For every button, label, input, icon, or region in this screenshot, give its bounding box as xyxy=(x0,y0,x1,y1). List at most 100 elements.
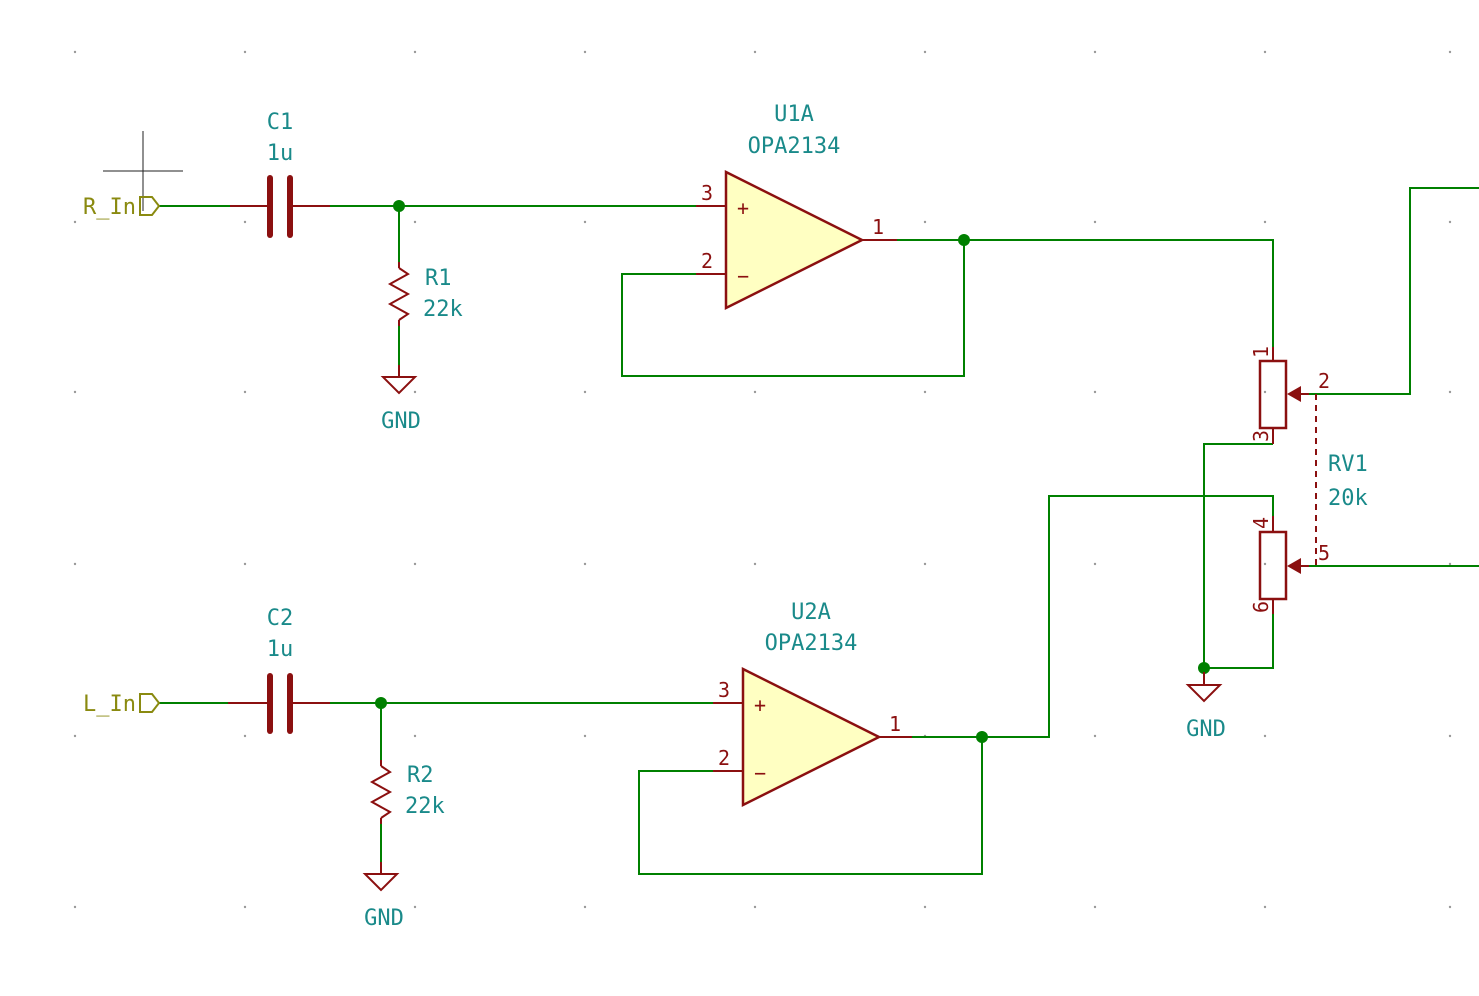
label-l-in[interactable]: L_In xyxy=(83,692,161,717)
grid-dot xyxy=(1263,905,1267,909)
r2-ref: R2 xyxy=(407,763,434,788)
grid-dot xyxy=(583,562,587,566)
grid-dot xyxy=(753,390,757,394)
grid-dot xyxy=(583,734,587,738)
resistor-r2[interactable]: R2 22k xyxy=(369,760,445,824)
grid-dot xyxy=(923,220,927,224)
wire-rv1-pin3-gnd[interactable] xyxy=(1203,443,1273,685)
capacitor-c2[interactable]: C2 1u xyxy=(228,606,330,734)
u2-value: OPA2134 xyxy=(765,631,858,656)
junction-dot xyxy=(958,234,970,246)
u1-ref: U1A xyxy=(774,102,814,127)
grid-dot xyxy=(583,390,587,394)
junction-dot xyxy=(976,731,988,743)
u2-pin-minus: 2 xyxy=(718,746,730,770)
grid-dot xyxy=(243,50,247,54)
rv1-pin-5: 5 xyxy=(1318,541,1330,565)
label-r-in[interactable]: R_In xyxy=(83,195,161,220)
grid-dot xyxy=(413,390,417,394)
grid-dot xyxy=(1263,734,1267,738)
grid-dot xyxy=(243,905,247,909)
r1-ref: R1 xyxy=(425,266,452,291)
potentiometer-rv1[interactable]: 1 2 3 4 5 6 RV1 20k xyxy=(1249,346,1368,614)
grid-dot xyxy=(73,50,77,54)
grid-dots xyxy=(73,50,1452,909)
junction-dot xyxy=(375,697,387,709)
rv1-value: 20k xyxy=(1328,486,1368,511)
grid-dot xyxy=(413,562,417,566)
capacitor-c1[interactable]: C1 1u xyxy=(230,110,330,238)
grid-dot xyxy=(1448,390,1452,394)
grid-dot xyxy=(923,562,927,566)
u2-minus-sign: − xyxy=(754,761,766,785)
u1-value: OPA2134 xyxy=(748,134,841,159)
grid-dot xyxy=(1448,562,1452,566)
grid-dot xyxy=(753,562,757,566)
grid-dot xyxy=(1093,562,1097,566)
grid-dot xyxy=(243,562,247,566)
junctions xyxy=(375,200,1210,743)
u2-ref: U2A xyxy=(791,600,831,625)
u2-pin-plus: 3 xyxy=(718,678,730,702)
wire-u2-feedback[interactable] xyxy=(638,737,983,875)
grid-dot xyxy=(583,50,587,54)
wire-u2-out-rv1[interactable] xyxy=(912,495,1274,738)
grid-dot xyxy=(1263,390,1267,394)
rv1-pin-3: 3 xyxy=(1249,430,1273,442)
grid-dot xyxy=(73,562,77,566)
gnd-symbol-1[interactable]: GND xyxy=(380,365,421,434)
grid-dot xyxy=(1093,734,1097,738)
u1-pin-out: 1 xyxy=(872,215,884,239)
junction-dot xyxy=(393,200,405,212)
gnd-symbol-3[interactable]: GND xyxy=(1185,672,1226,742)
grid-dot xyxy=(1448,734,1452,738)
grid-dot xyxy=(413,734,417,738)
wire-rv1-wiper-right[interactable] xyxy=(1309,187,1479,395)
grid-dot xyxy=(923,50,927,54)
grid-dot xyxy=(753,905,757,909)
rv1-pin-1: 1 xyxy=(1249,346,1273,358)
grid-dot xyxy=(1448,220,1452,224)
grid-dot xyxy=(73,734,77,738)
grid-dot xyxy=(1093,905,1097,909)
wire-u1-out-rv1[interactable] xyxy=(897,239,1274,347)
rv1-pin-2: 2 xyxy=(1318,369,1330,393)
grid-dot xyxy=(1263,50,1267,54)
u2-plus-sign: + xyxy=(754,693,766,717)
junction-dot xyxy=(1198,662,1210,674)
u1-pin-plus: 3 xyxy=(701,181,713,205)
grid-dot xyxy=(923,905,927,909)
c2-ref: C2 xyxy=(267,606,294,631)
gnd3-label: GND xyxy=(1186,717,1226,742)
grid-dot xyxy=(413,50,417,54)
grid-dot xyxy=(753,50,757,54)
r1-value: 22k xyxy=(423,297,463,322)
label-r-in-text: R_In xyxy=(83,195,136,220)
grid-dot xyxy=(243,390,247,394)
grid-dot xyxy=(1263,562,1267,566)
grid-dot xyxy=(243,734,247,738)
grid-dot xyxy=(413,220,417,224)
opamp-u1a[interactable]: + − 3 2 1 U1A OPA2134 xyxy=(696,102,897,311)
grid-dot xyxy=(413,905,417,909)
grid-dot xyxy=(1263,220,1267,224)
opamp-u2a[interactable]: + − 3 2 1 U2A OPA2134 xyxy=(713,600,912,808)
c1-value: 1u xyxy=(267,141,294,166)
resistor-r1[interactable]: R1 22k xyxy=(387,262,463,326)
u2-pin-out: 1 xyxy=(889,712,901,736)
c2-value: 1u xyxy=(267,637,294,662)
grid-dot xyxy=(1093,50,1097,54)
wire-u1-feedback[interactable] xyxy=(621,240,965,377)
grid-dot xyxy=(73,390,77,394)
wire-rv1-pin6-gnd[interactable] xyxy=(1204,614,1274,669)
grid-dot xyxy=(73,905,77,909)
rv1-ref: RV1 xyxy=(1328,452,1368,477)
gnd1-label: GND xyxy=(381,409,421,434)
u1-minus-sign: − xyxy=(737,264,749,288)
grid-dot xyxy=(583,905,587,909)
grid-dot xyxy=(1093,390,1097,394)
u1-plus-sign: + xyxy=(737,196,749,220)
gnd-symbol-2[interactable]: GND xyxy=(362,862,404,931)
grid-dot xyxy=(1448,50,1452,54)
